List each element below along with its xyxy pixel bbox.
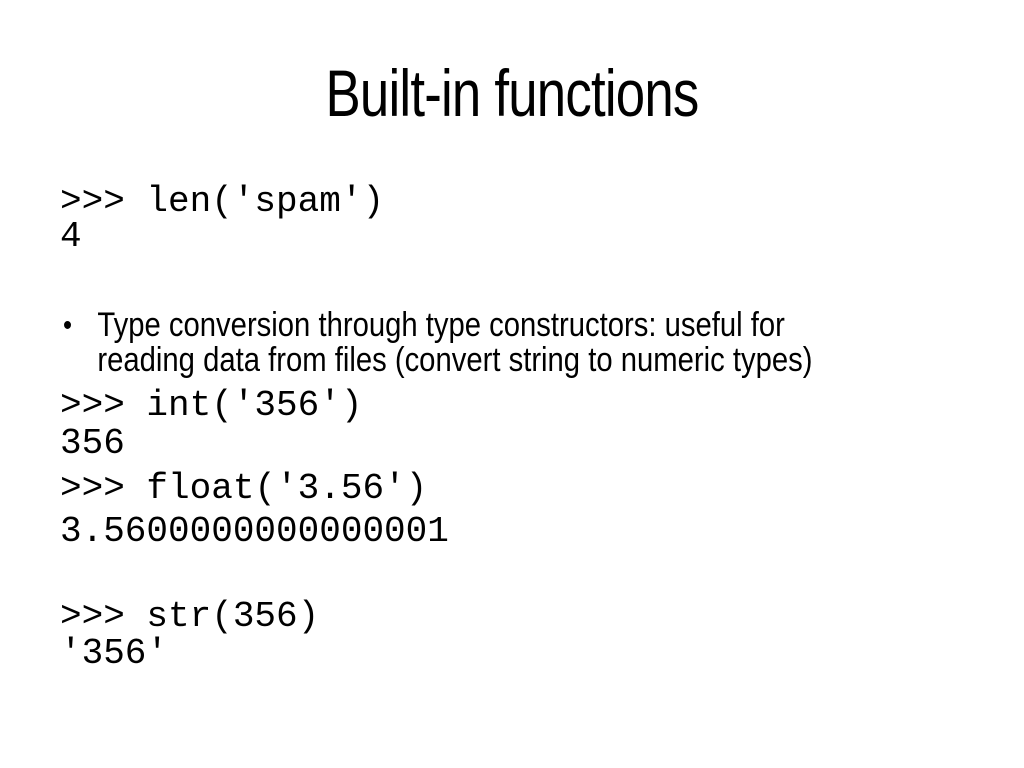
code-line-float-result: 3.5600000000000001 [60, 511, 449, 552]
code-line-str-result: '356' [60, 633, 169, 674]
bullet-marker-icon: • [63, 309, 73, 342]
code-line-int-result: 356 [60, 423, 125, 464]
slide-title: Built-in functions [325, 56, 700, 130]
code-line-len-call: >>> len('spam') [60, 181, 385, 222]
bullet-text: Type conversion through type constructor… [97, 308, 812, 378]
bullet-item: • Type conversion through type construct… [63, 308, 812, 378]
code-line-len-result: 4 [60, 216, 82, 257]
bullet-text-line-2: reading data from files (convert string … [97, 341, 813, 379]
bullet-text-line-1: Type conversion through type constructor… [97, 306, 785, 344]
code-line-float-call: >>> float('3.56') [60, 468, 428, 509]
code-line-str-call: >>> str(356) [60, 596, 320, 637]
code-line-int-call: >>> int('356') [60, 385, 363, 426]
